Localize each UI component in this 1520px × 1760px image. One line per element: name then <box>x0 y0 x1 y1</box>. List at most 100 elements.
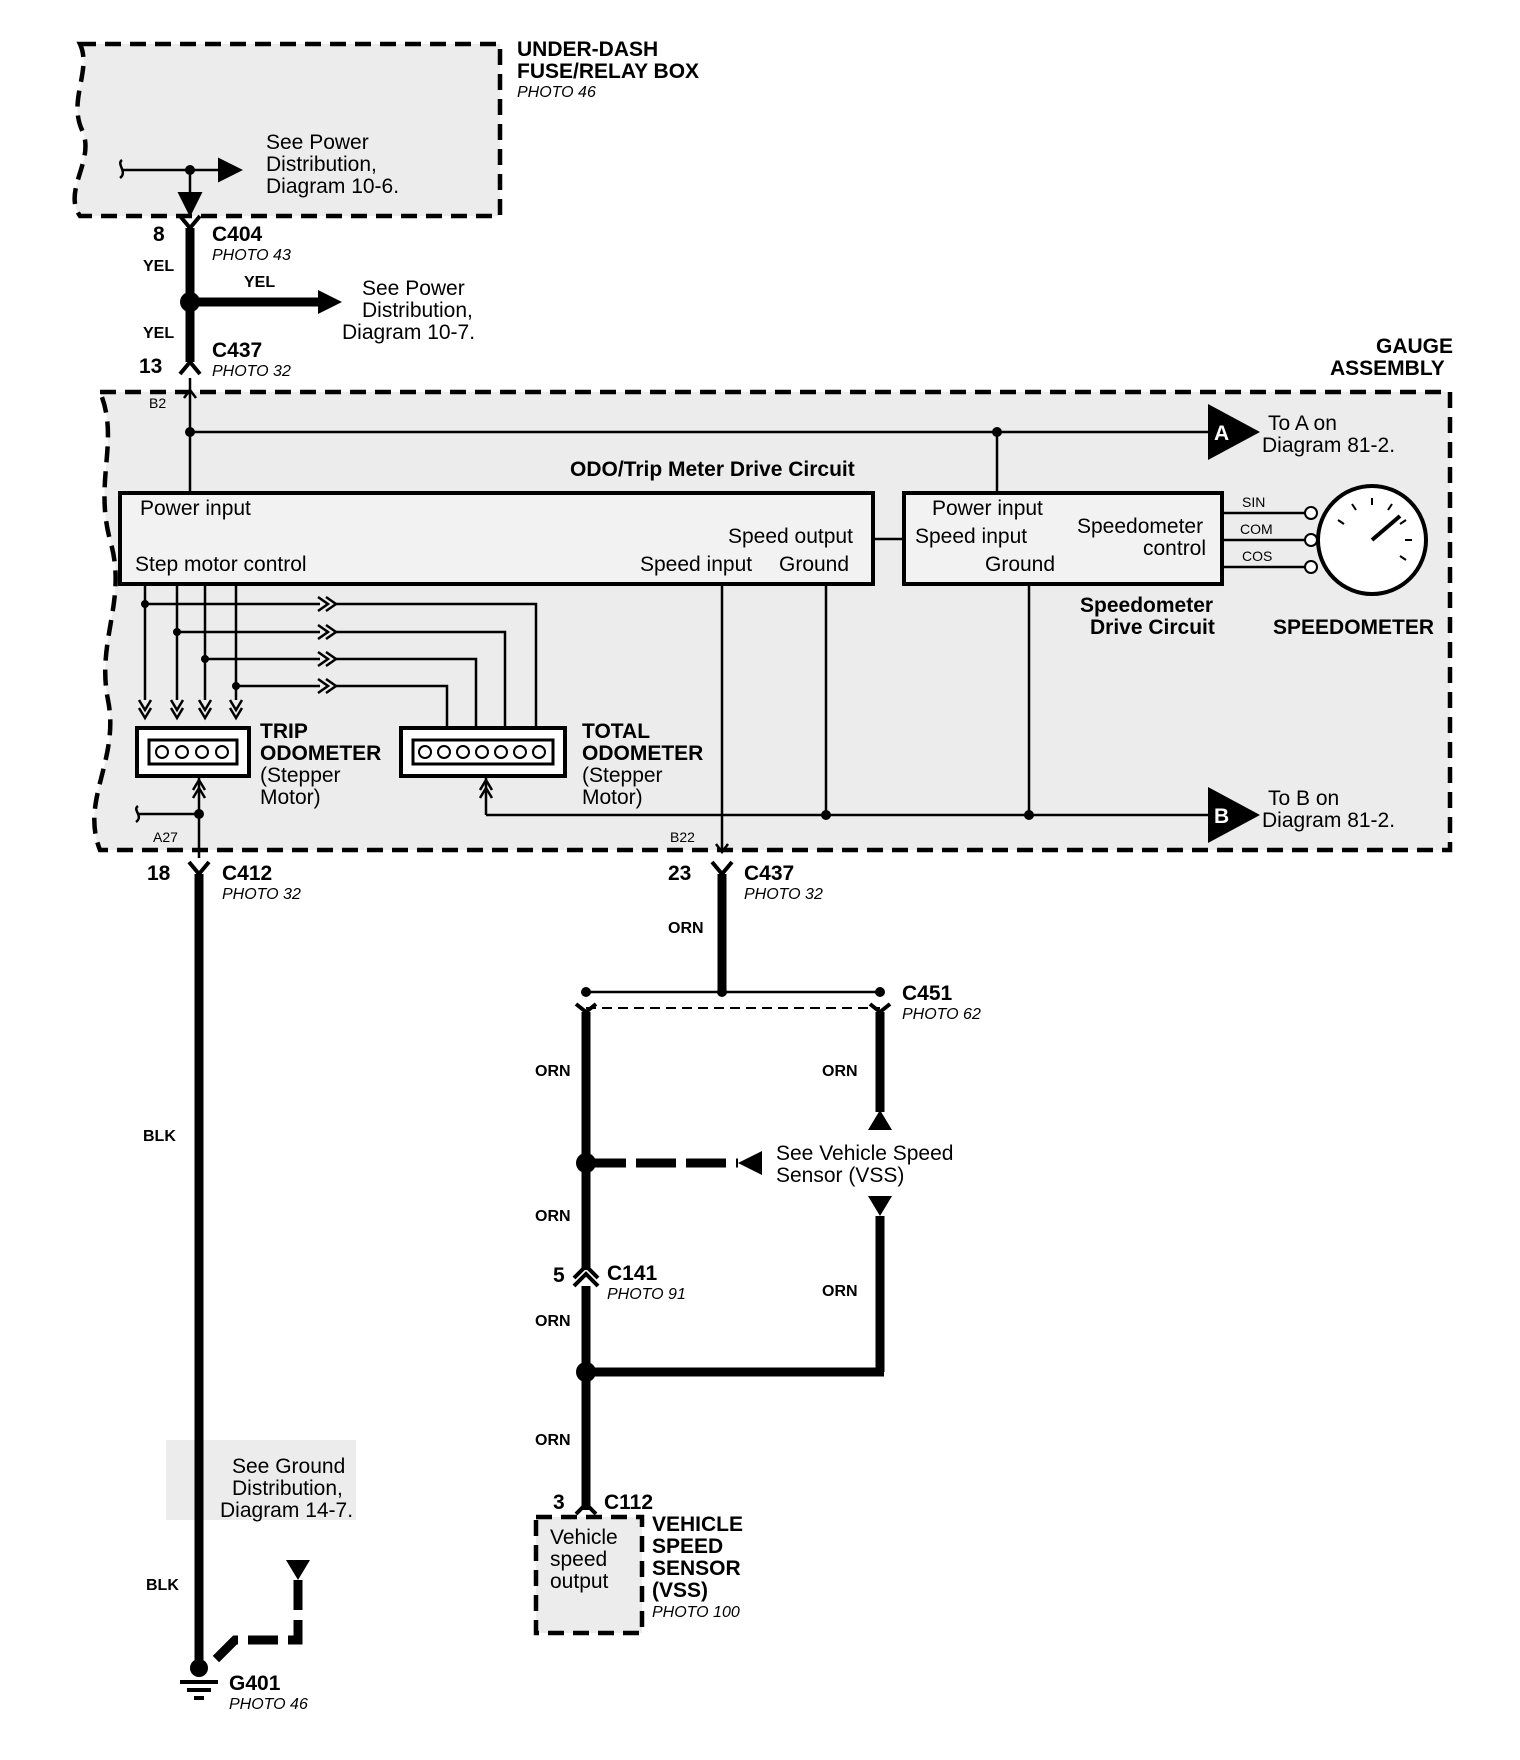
wire-yel-label-1: YEL <box>143 258 174 275</box>
c404-photo: PHOTO 43 <box>212 247 291 264</box>
pin-a27: A27 <box>153 829 178 845</box>
c437-bottom-connector: 23 C437 PHOTO 32 <box>668 860 823 903</box>
c141-photo: PHOTO 91 <box>607 1286 686 1303</box>
ground-ref-line3: Diagram 14-7. <box>220 1499 353 1522</box>
c437-top-photo: PHOTO 32 <box>212 363 291 380</box>
wire-yel-label-3: YEL <box>143 325 174 342</box>
c404-pin: 8 <box>153 223 165 246</box>
c437-bottom-photo: PHOTO 32 <box>744 886 823 903</box>
c141-connector: 5 C141 PHOTO 91 <box>553 1262 686 1303</box>
connector-a: A <box>1208 404 1260 460</box>
total-label-line4: Motor) <box>582 786 643 809</box>
c141-name: C141 <box>607 1262 658 1285</box>
wire-orn-label-2: ORN <box>535 1063 571 1080</box>
ground-ref-line2: Distribution, <box>232 1477 343 1500</box>
trip-label-line2: ODOMETER <box>260 742 381 765</box>
odo-step-motor-control: Step motor control <box>135 553 307 576</box>
c437-bottom-name: C437 <box>744 862 794 885</box>
speedometer-dial <box>1316 484 1428 596</box>
spd-speed-input: Speed input <box>915 525 1027 548</box>
fuse-box-title-line1: UNDER-DASH <box>517 38 658 61</box>
step-motor-control-lines <box>137 584 538 728</box>
fuse-box-title-line2: FUSE/RELAY BOX <box>517 60 699 83</box>
spd-power-input: Power input <box>932 497 1043 520</box>
c412-connector: 18 C412 PHOTO 32 <box>147 860 301 903</box>
c437-top-connector: C437 PHOTO 32 13 <box>139 339 291 380</box>
fuse-box-photo: PHOTO 46 <box>517 84 596 101</box>
fuse-box-ref-line2: Distribution, <box>266 153 377 176</box>
c451-name: C451 <box>902 982 953 1005</box>
total-label-line3: (Stepper <box>582 764 663 787</box>
power-ref-line3: Diagram 10-7. <box>342 321 475 344</box>
spd-ground: Ground <box>985 553 1055 576</box>
wire-orn-label-5: ORN <box>822 1283 858 1300</box>
g401-name: G401 <box>229 1672 281 1695</box>
c112-name: C112 <box>604 1491 653 1514</box>
spd-control-line1: Speedometer <box>1077 515 1203 538</box>
to-b-line1: To B on <box>1268 787 1339 810</box>
c437-top-name: C437 <box>212 339 262 362</box>
to-a-line1: To A on <box>1268 412 1337 435</box>
c141-pin: 5 <box>553 1264 565 1287</box>
vss-inner-line2: speed <box>550 1548 607 1571</box>
total-label-line1: TOTAL <box>582 720 650 743</box>
wire-orn-label-4: ORN <box>535 1208 571 1225</box>
vss-inner-line3: output <box>550 1570 609 1593</box>
spd-circuit-label-line1: Speedometer <box>1080 594 1213 617</box>
c412-pin: 18 <box>147 862 171 885</box>
c437-top-pin: 13 <box>139 355 162 378</box>
vss-title-line2: SPEED <box>652 1535 723 1558</box>
ground-ref-line1: See Ground <box>232 1455 345 1478</box>
wire-blk-label-2: BLK <box>146 1577 179 1594</box>
c112-pin: 3 <box>553 1491 565 1514</box>
com-label: COM <box>1240 521 1273 537</box>
vss-title-line1: VEHICLE <box>652 1513 743 1536</box>
wire-orn-label-6: ORN <box>535 1313 571 1330</box>
vss-photo: PHOTO 100 <box>652 1604 740 1621</box>
spd-circuit-label-line2: Drive Circuit <box>1090 616 1215 639</box>
wire-blk-label-1: BLK <box>143 1128 176 1145</box>
wire-orn-label-3: ORN <box>822 1063 858 1080</box>
c112-connector: 3 C112 <box>553 1491 653 1516</box>
trip-label-line1: TRIP <box>260 720 308 743</box>
vss-inner-line1: Vehicle <box>550 1526 618 1549</box>
odo-speed-input: Speed input <box>640 553 752 576</box>
odo-speed-output: Speed output <box>728 525 853 548</box>
power-ref-line1: See Power <box>362 277 465 300</box>
pin-b22: B22 <box>670 829 695 845</box>
odo-ground: Ground <box>779 553 849 576</box>
speedometer-label: SPEEDOMETER <box>1273 616 1434 639</box>
connector-b-letter: B <box>1214 805 1229 828</box>
c437-bottom-pin: 23 <box>668 862 691 885</box>
pin-b2: B2 <box>149 395 166 411</box>
vss-box: Vehicle speed output <box>533 1514 645 1636</box>
c451-connector: C451 PHOTO 62 <box>574 982 981 1023</box>
trip-label-line4: Motor) <box>260 786 321 809</box>
spd-control-line2: control <box>1143 537 1206 560</box>
vss-title-line4: (VSS) <box>652 1579 708 1602</box>
gauge-title-line2: ASSEMBLY <box>1330 357 1445 380</box>
cos-label: COS <box>1242 548 1272 564</box>
fuse-relay-box: See Power Distribution, Diagram 10-6. <box>72 41 503 219</box>
c404-connector: 8 C404 PHOTO 43 <box>153 214 291 264</box>
odo-drive-circuit-box: Power input Step motor control Speed out… <box>118 491 875 586</box>
trip-label-line3: (Stepper <box>260 764 341 787</box>
trip-odometer <box>135 726 251 778</box>
power-ref-line2: Distribution, <box>362 299 473 322</box>
vss-title-line3: SENSOR <box>652 1557 741 1580</box>
odo-power-input: Power input <box>140 497 251 520</box>
connector-a-letter: A <box>1214 422 1229 445</box>
sin-label: SIN <box>1242 494 1265 510</box>
wire-orn-label-7: ORN <box>535 1432 571 1449</box>
c451-photo: PHOTO 62 <box>902 1006 981 1023</box>
fuse-box-ref-line1: See Power <box>266 131 369 154</box>
vss-ref-line1: See Vehicle Speed <box>776 1142 953 1165</box>
total-label-line2: ODOMETER <box>582 742 703 765</box>
c404-name: C404 <box>212 223 263 246</box>
to-a-line2: Diagram 81-2. <box>1262 434 1395 457</box>
wire-yel-label-2: YEL <box>244 274 275 291</box>
c412-photo: PHOTO 32 <box>222 886 301 903</box>
to-b-line2: Diagram 81-2. <box>1262 809 1395 832</box>
g401-photo: PHOTO 46 <box>229 1696 308 1713</box>
